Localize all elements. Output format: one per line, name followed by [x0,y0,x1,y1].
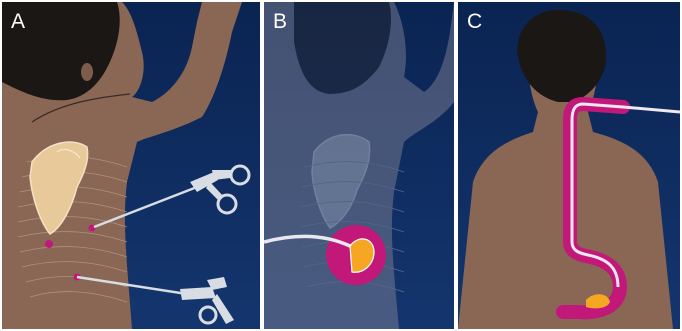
panel-a-illustration [2,2,260,329]
panel-label-a: A [11,10,25,34]
panel-label-b: B [273,10,287,34]
panel-a: A [2,2,260,329]
panel-b-illustration [264,2,454,329]
panel-c: C [458,2,680,329]
port-marker [45,240,53,248]
panel-c-illustration [458,2,680,329]
panel-b: B [264,2,454,329]
panel-label-c: C [467,10,482,34]
ear [81,63,93,81]
